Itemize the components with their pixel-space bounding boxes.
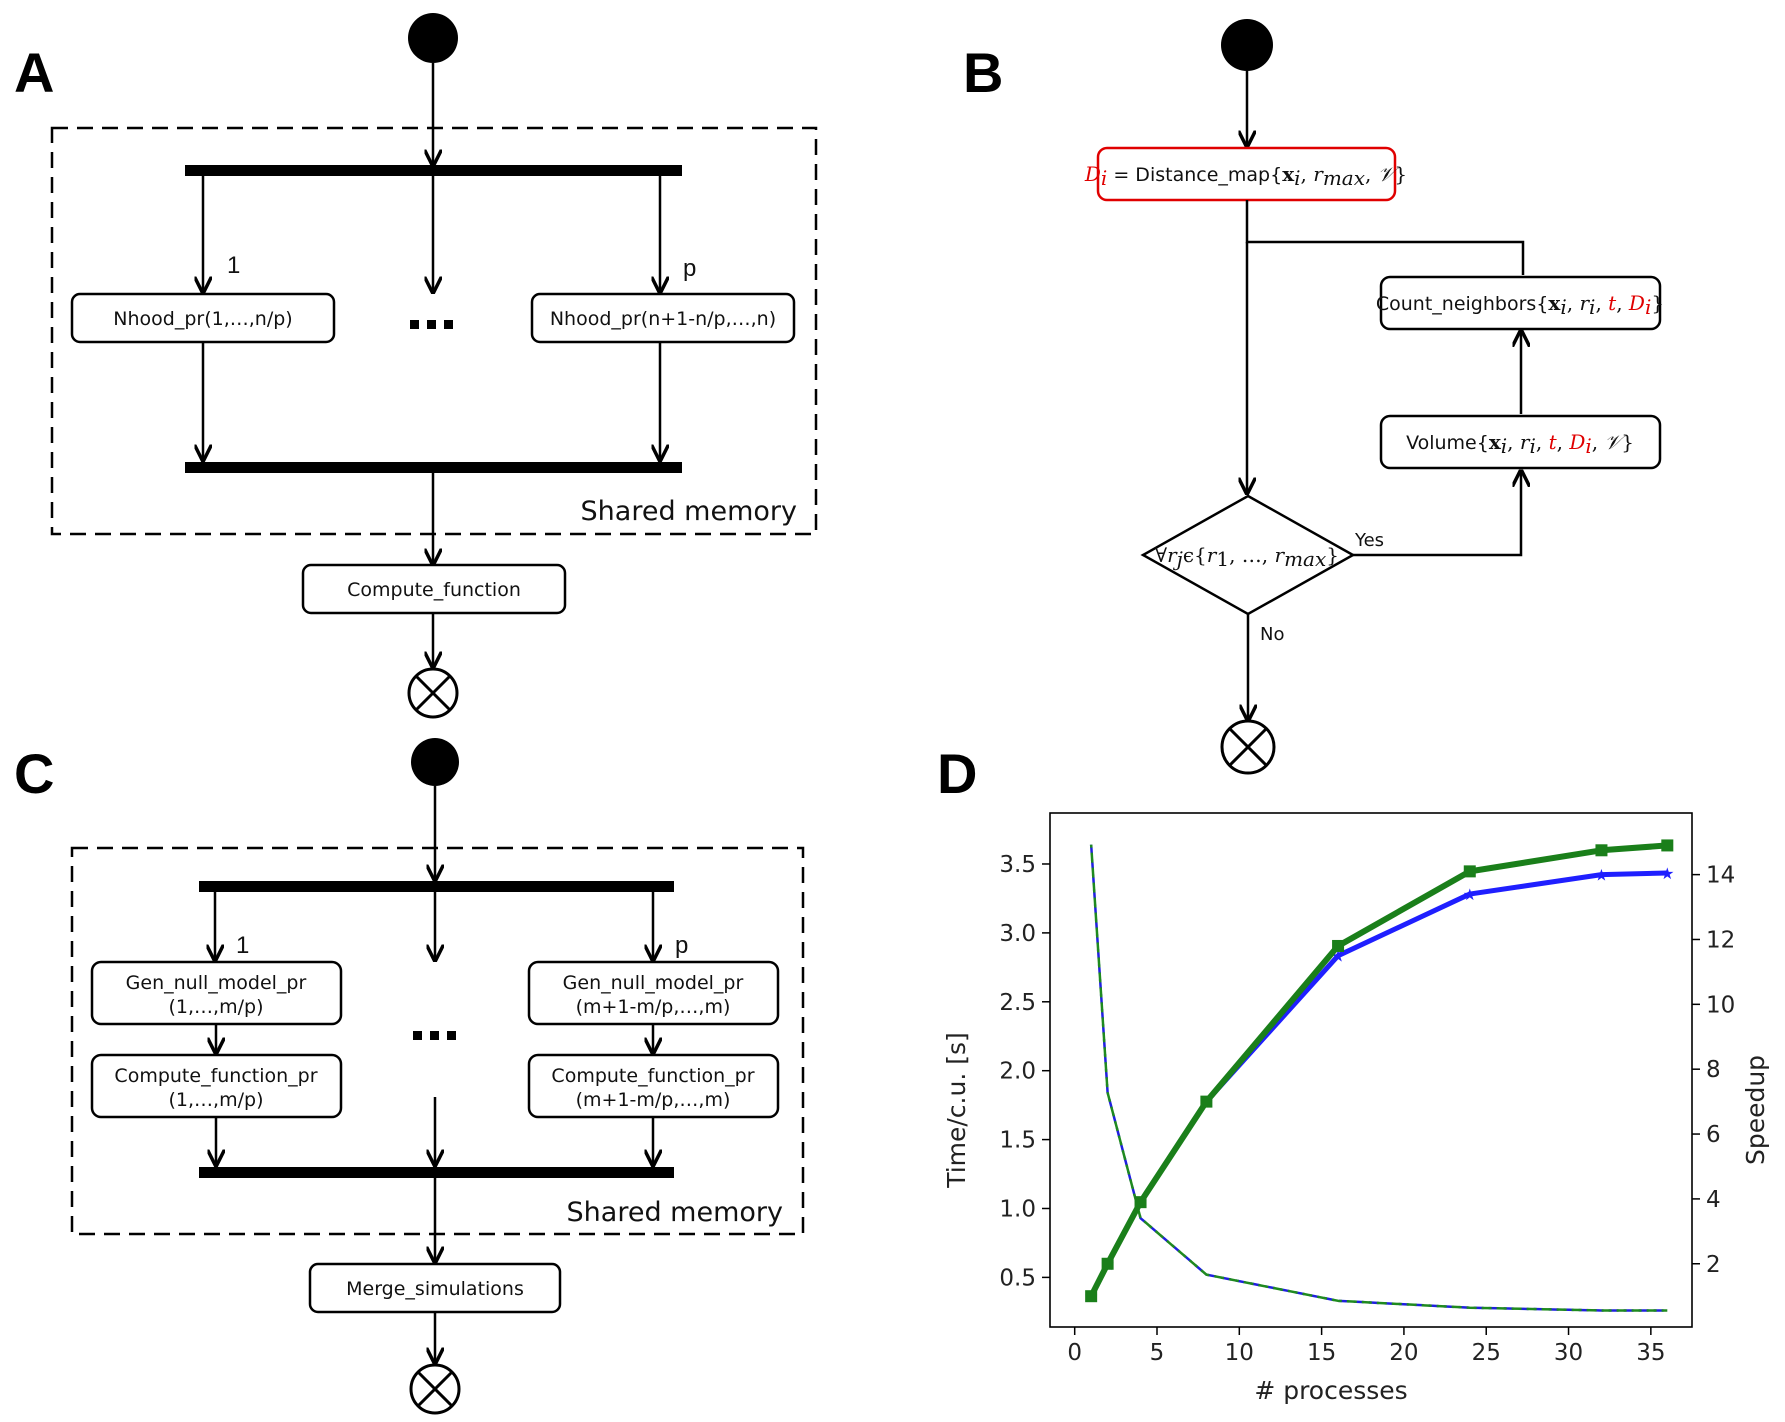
end-node [407,667,459,719]
fork-bar [185,165,682,176]
shared-memory-label: Shared memory [581,496,797,527]
data-point-star: ★ [1660,864,1674,883]
gen-null-model-left-line2: (1,…,m/p) [169,996,264,1018]
plot-frame [1049,812,1693,1328]
ellipsis-dots [410,320,453,329]
branch-label-last: p [683,255,696,282]
ellipsis-dots [413,1031,456,1040]
y-tick-label: 2.5 [999,990,1036,1016]
process-box-left-label: Nhood_pr(1,…,n/p) [113,308,292,330]
shared-memory-label: Shared memory [567,1197,783,1228]
shared-memory-region [70,846,805,1236]
y-tick-label: 1.5 [999,1128,1036,1154]
gen-null-model-right-line2: (m+1-m/p,…,m) [576,996,731,1018]
x-tick-label: 10 [1225,1340,1254,1366]
compute-function-right-line2: (m+1-m/p,…,m) [576,1089,731,1111]
no-label: No [1260,624,1284,645]
y-axis-label: Time/c.u. [s] [942,1032,971,1189]
branch-label-first: 1 [236,932,249,959]
branch-label-last: p [675,932,688,959]
start-node [1221,19,1273,71]
yes-label: Yes [1354,530,1384,551]
merge-simulations-label: Merge_simulations [346,1278,524,1300]
y-tick-label: 3.0 [999,921,1036,947]
compute-function-left-line2: (1,…,m/p) [169,1089,264,1111]
start-node [411,738,459,786]
panel-letter-c: C [14,742,54,805]
y-tick-label: 0.5 [999,1265,1036,1291]
compute-function-left-line1: Compute_function_pr [114,1065,317,1087]
speedup-chart: 0 5 10 15 20 25 30 35 0.5 1.0 1.5 2.0 2.5 3.0 3.5 2 4 6 8 1… [942,812,1770,1405]
branch-label-first: 1 [227,252,240,279]
panel-b: B Di = Distance_map{xi, rmax, 𝒱} Count_n… [963,19,1664,775]
process-box-right-label: Nhood_pr(n+1-n/p,…,n) [550,308,776,330]
loop-decision-label: ∀rjϵ{r1, …, rmax} [1155,543,1339,571]
compute-function-label: Compute_function [347,579,521,601]
time-series-line [1089,844,1668,1312]
panel-letter-b: B [963,41,1003,104]
gen-null-model-left-line1: Gen_null_model_pr [126,972,307,994]
fork-bar [199,881,674,892]
process-box-right [530,292,796,344]
x-tick-label: 20 [1389,1340,1418,1366]
x-tick-label: 15 [1307,1340,1336,1366]
loop-connector [1245,200,1525,275]
y2-axis-label: Speedup [1741,1055,1770,1165]
y-tick-label: 3.5 [999,852,1036,878]
panel-a: A 1 p Nhood_pr(1,…,n/p) Nhood_pr(n+1-n/p… [14,13,818,719]
x-tick-label: 0 [1067,1340,1082,1366]
volume-box [1379,414,1662,470]
data-point-square [1595,844,1608,857]
x-tick-label: 35 [1636,1340,1665,1366]
data-point-square [1661,839,1674,852]
data-point-square [1200,1095,1213,1108]
count-neighbors-box [1379,275,1662,331]
panel-letter-a: A [14,41,54,104]
x-tick-label: 5 [1150,1340,1165,1366]
data-point-square [1101,1257,1114,1270]
x-tick-label: 30 [1554,1340,1583,1366]
distance-map-label: Di = Distance_map{xi, rmax, 𝒱} [1084,162,1407,190]
y2-tick-label: 4 [1706,1187,1721,1213]
y-tick-label: 2.0 [999,1059,1036,1085]
gen-null-model-right-line1: Gen_null_model_pr [563,972,744,994]
y2-tick-label: 2 [1706,1252,1721,1278]
volume-label: Volume{xi, ri, t, Di, 𝒱} [1406,430,1634,458]
panel-letter-d: D [937,742,977,805]
count-neighbors-label: Count_neighbors{xi, ri, t, Di} [1376,291,1664,319]
time-series-line [1089,844,1668,1312]
y2-tick-label: 8 [1706,1057,1721,1083]
data-point-square [1085,1290,1098,1303]
data-point-square [1463,865,1476,878]
end-node [409,1363,461,1415]
data-point-star: ★ [1463,885,1477,904]
y2-tick-label: 12 [1706,927,1735,953]
data-point-square [1332,939,1345,952]
yes-connector [1353,471,1521,557]
join-bar [199,1167,674,1178]
end-node [1220,719,1276,775]
y2-tick-label: 6 [1706,1122,1721,1148]
panel-d: D 0 5 10 15 20 25 30 35 0.5 1.0 1.5 2.0 2.5 3.0 3.5 2 4 6… [937,742,1770,1405]
y-tick-label: 1.0 [999,1196,1036,1222]
x-axis-label: # processes [1254,1376,1407,1405]
y2-tick-label: 10 [1706,992,1735,1018]
compute-function-right-line1: Compute_function_pr [551,1065,754,1087]
panel-c: C 1 p Gen_null_model_pr (1,…,m/p) Gen_nu… [14,738,805,1415]
y2-tick-label: 14 [1706,863,1735,889]
speedup-series-line [1088,842,1668,1298]
speedup-series-line [1088,870,1668,1298]
data-point-star: ★ [1594,866,1608,885]
x-tick-label: 25 [1472,1340,1501,1366]
data-point-square [1134,1196,1147,1209]
join-bar [185,462,682,473]
start-node [408,13,458,63]
